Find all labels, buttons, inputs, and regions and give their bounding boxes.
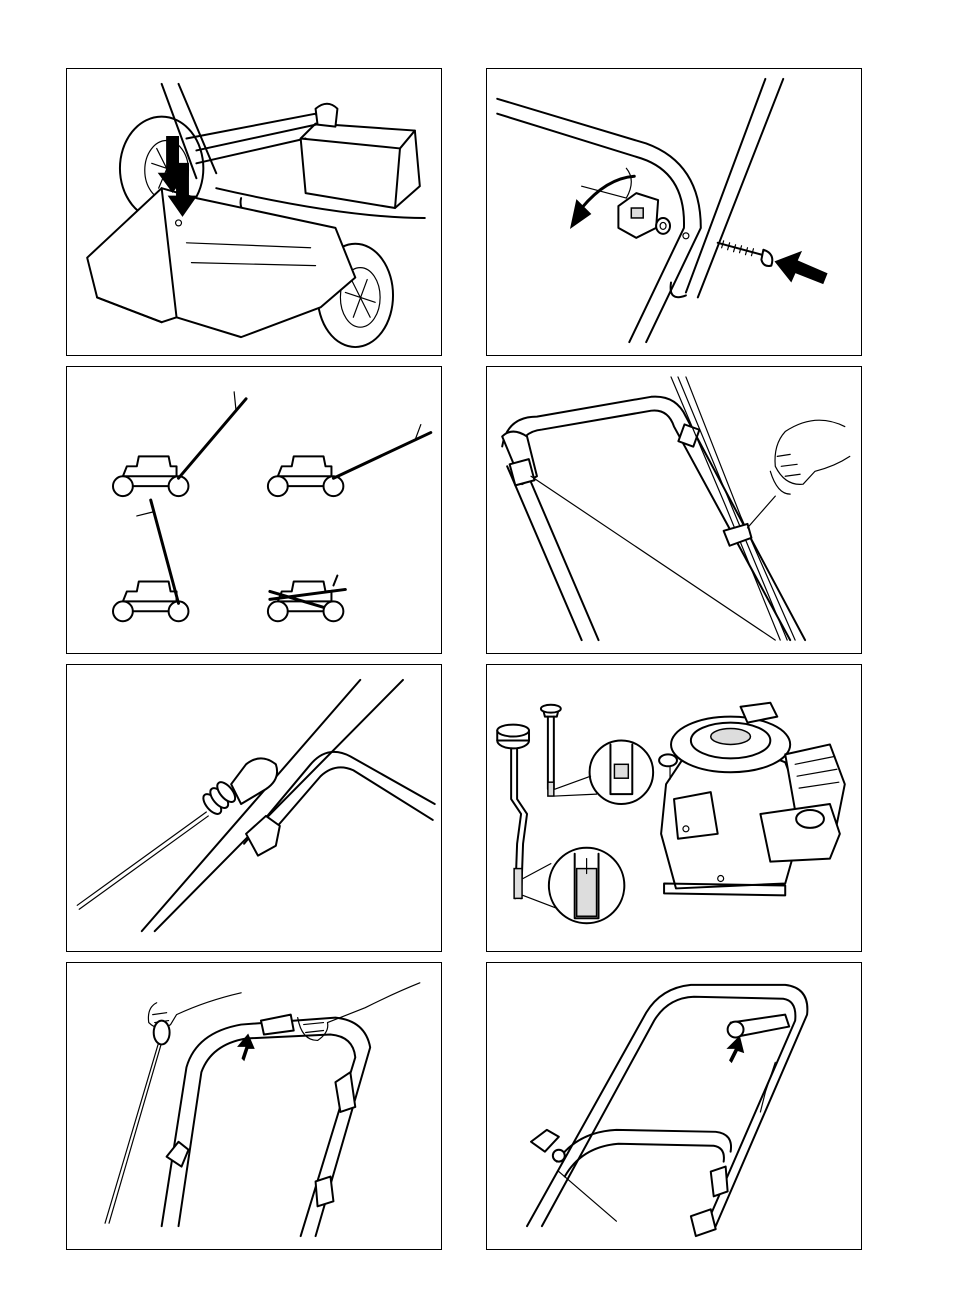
illustration-start-handle: [66, 962, 442, 1250]
illustration-grass-bag: [66, 68, 442, 356]
illustration-handle-positions: [66, 366, 442, 654]
illustration-oil-dipstick: [486, 664, 862, 952]
illustration-handle-bolt: [486, 68, 862, 356]
illustration-cable-clip: [486, 366, 862, 654]
illustration-starter-cord: [66, 664, 442, 952]
illustration-control-bar: [486, 962, 862, 1250]
